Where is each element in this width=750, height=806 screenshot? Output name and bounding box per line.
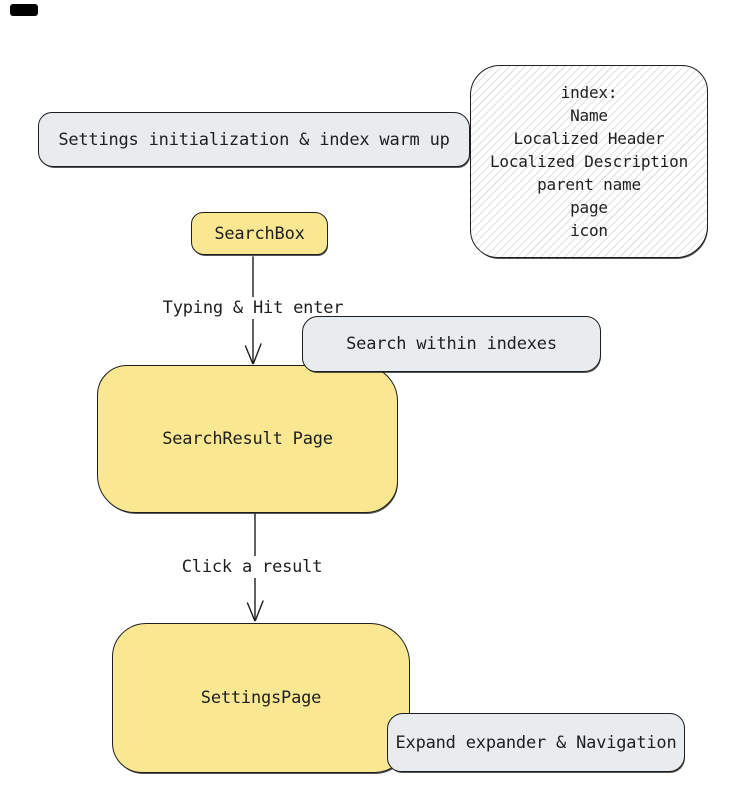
note-line-localized-header: Localized Header <box>513 129 665 148</box>
node-expand-expander-navigation-label: Expand expander & Navigation <box>395 732 677 753</box>
note-line-index-title: index: <box>560 83 618 102</box>
node-search-box-label: SearchBox <box>214 223 305 244</box>
node-search-result-page-label: SearchResult Page <box>162 429 333 449</box>
note-line-parent-name: parent name <box>537 175 641 194</box>
node-search-within-indexes-label: Search within indexes <box>346 334 557 354</box>
note-line-icon: icon <box>570 221 608 240</box>
edge-label-click-result: Click a result <box>175 556 329 578</box>
node-search-within-indexes[interactable]: Search within indexes <box>302 316 601 372</box>
node-settings-initialization[interactable]: Settings initialization & index warm up <box>38 112 470 167</box>
note-line-page: page <box>570 198 608 217</box>
node-search-box[interactable]: SearchBox <box>191 212 328 255</box>
note-line-localized-description: Localized Description <box>489 152 689 171</box>
note-index-fields[interactable]: index: Name Localized Header Localized D… <box>470 65 708 258</box>
node-search-result-page[interactable]: SearchResult Page <box>97 365 398 513</box>
note-line-name: Name <box>570 106 608 125</box>
node-expand-expander-navigation[interactable]: Expand expander & Navigation <box>387 713 685 772</box>
node-settings-page-label: SettingsPage <box>200 688 322 708</box>
node-settings-initialization-label: Settings initialization & index warm up <box>58 129 450 150</box>
top-left-marker-bar <box>10 4 38 16</box>
node-settings-page[interactable]: SettingsPage <box>112 623 410 773</box>
